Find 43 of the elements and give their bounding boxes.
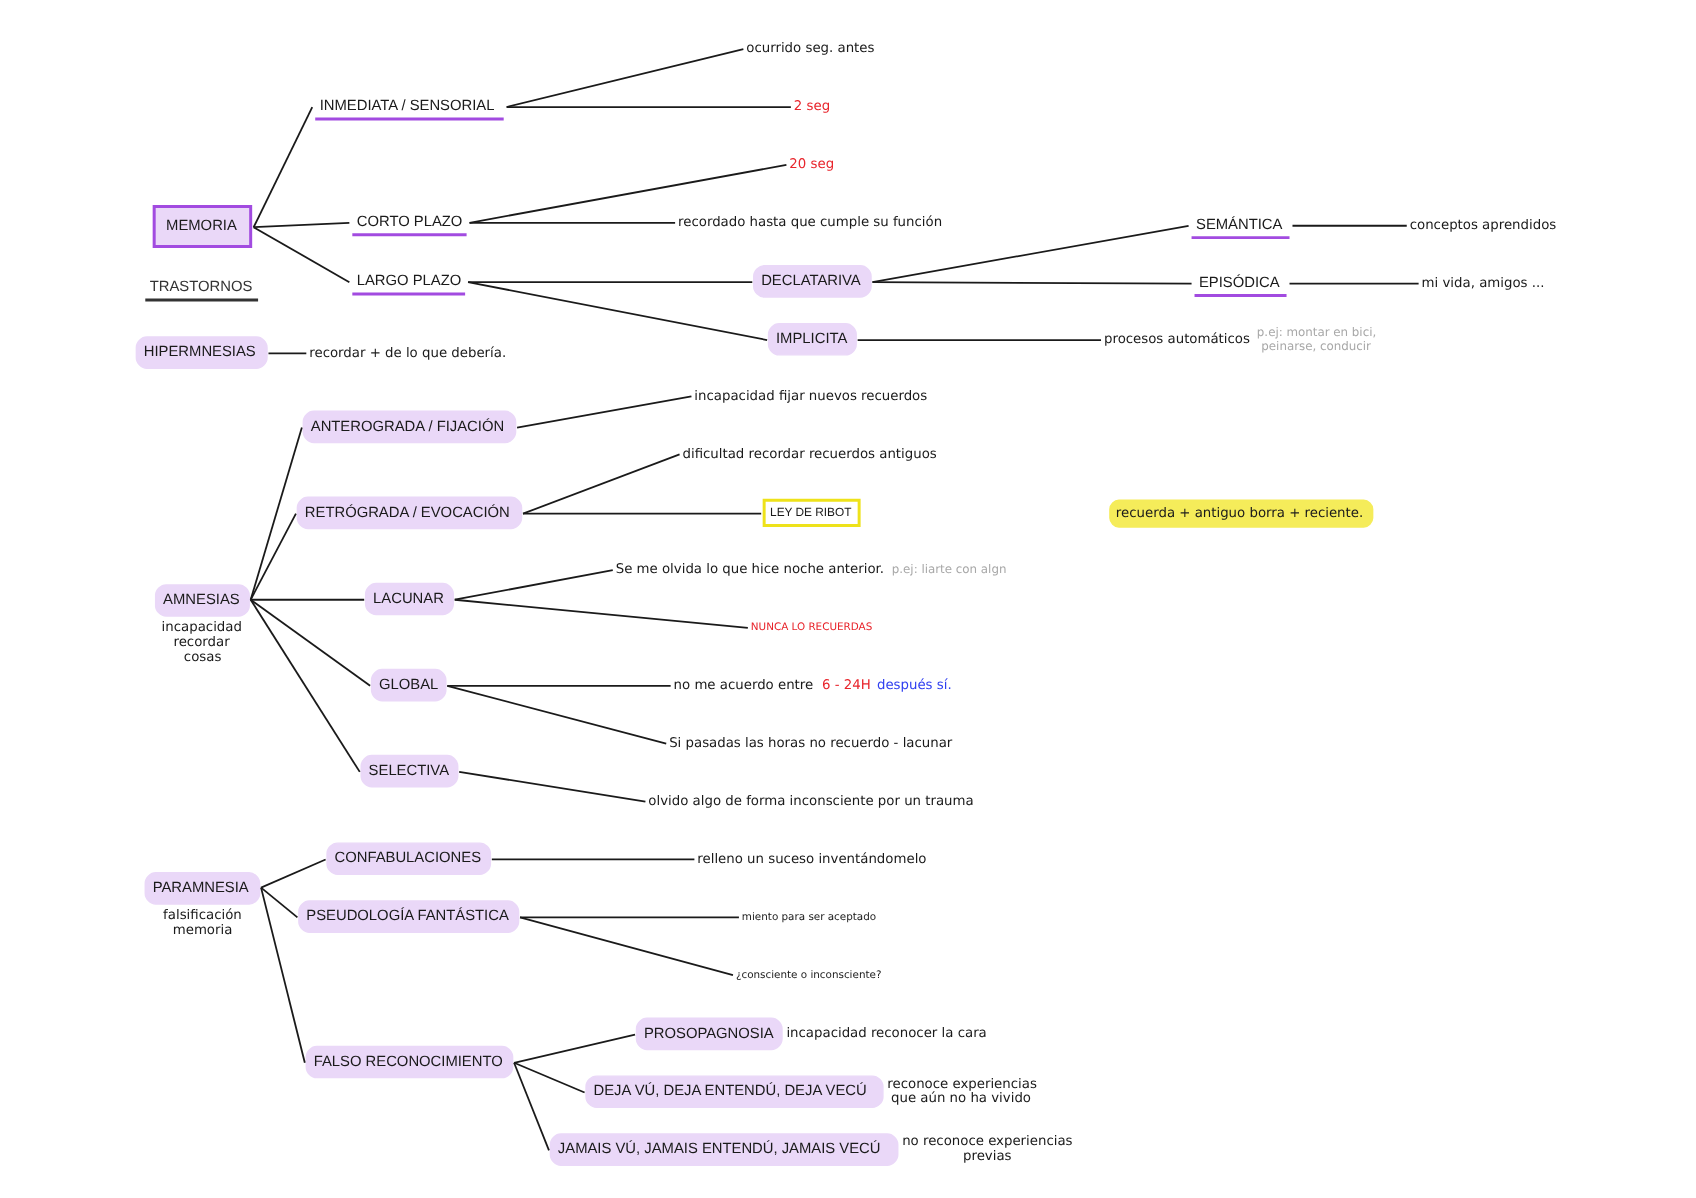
connector (446, 684, 672, 687)
connector (1288, 282, 1420, 285)
connector (467, 281, 768, 341)
connector (522, 453, 681, 515)
connector (513, 1033, 636, 1064)
connector (513, 1061, 586, 1094)
connector (519, 916, 740, 919)
connector (446, 684, 668, 745)
connector (252, 221, 351, 229)
node-text: CORTO PLAZO (356, 211, 463, 230)
connector (260, 886, 306, 1064)
connector (516, 395, 693, 429)
connector (249, 598, 366, 601)
connector (458, 771, 647, 803)
connector (453, 569, 614, 601)
connector (871, 281, 1193, 285)
connector (490, 858, 696, 861)
connector (260, 858, 327, 889)
connector (252, 106, 314, 229)
connector (513, 1061, 550, 1152)
connector (249, 426, 303, 601)
connector (267, 352, 308, 355)
connector (856, 339, 1102, 341)
connector (468, 164, 788, 224)
node-text: LARGO PLAZO (356, 271, 462, 290)
connector (249, 598, 371, 687)
label: TRASTORNOS (149, 277, 253, 296)
connector (505, 48, 745, 108)
connector (252, 226, 351, 284)
connector (505, 106, 792, 108)
connector (519, 916, 734, 977)
connector (260, 886, 299, 919)
connector (249, 598, 361, 773)
connector (522, 512, 763, 515)
connector (468, 221, 676, 224)
connector (467, 281, 754, 284)
node-text: EPISÓDICA (1198, 272, 1280, 291)
node-text: INMEDIATA / SENSORIAL (319, 96, 495, 114)
connector (1291, 224, 1408, 227)
connector (249, 512, 297, 601)
node-text: SEMÁNTICA (1196, 214, 1283, 233)
connector (453, 598, 749, 629)
connector (871, 224, 1190, 284)
